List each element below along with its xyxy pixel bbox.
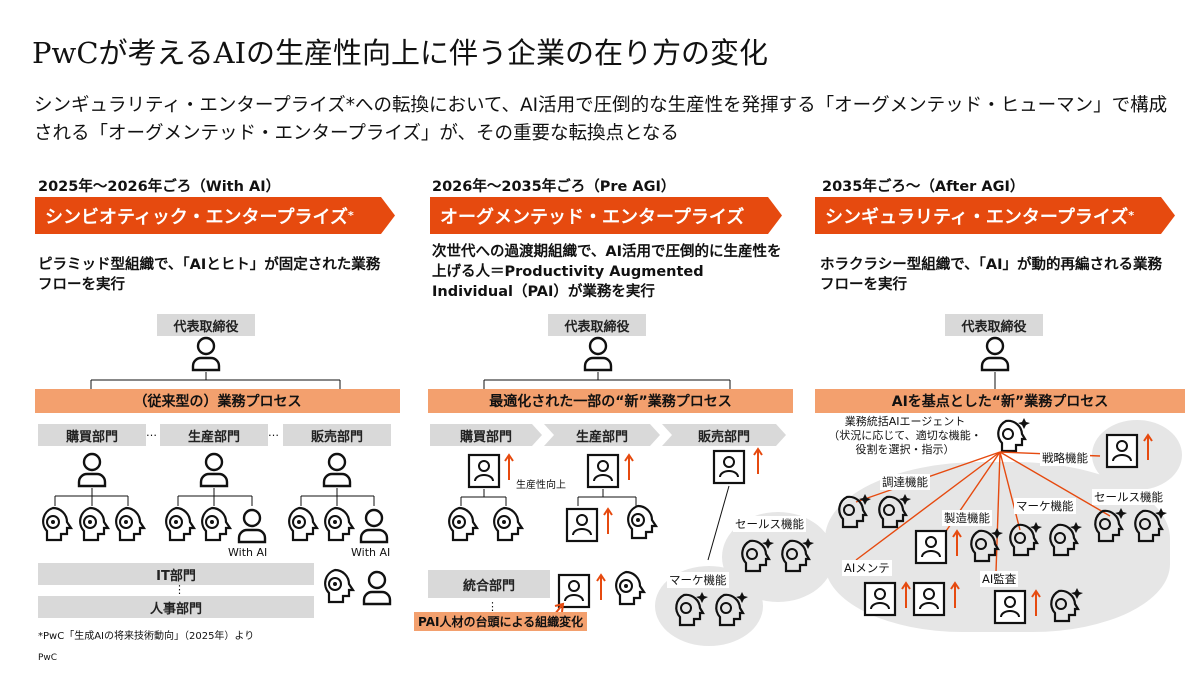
col1-enterprise-label: シンビオティック・エンタープライズ: [45, 206, 348, 228]
col3-manufacturing-label: 製造機能: [942, 510, 992, 526]
col2-productivity-label: 生産性向上: [516, 480, 566, 491]
col2-era: 2026年～2035年ごろ（Pre AGI）: [432, 179, 676, 195]
col1-it-dept: IT部門: [38, 563, 314, 585]
col1-process-bar: （従来型の）業務プロセス: [35, 389, 400, 413]
col1-ceo-box: 代表取締役: [157, 314, 255, 336]
col3-ceo-box: 代表取締役: [945, 314, 1043, 336]
col2-marketing-func-label: マーケ機能: [667, 572, 729, 588]
col1-hr-dept: 人事部門: [38, 596, 314, 618]
col1-dept-sales: 販売部門: [283, 424, 391, 446]
col3-enterprise-banner: シンギュラリティ・エンタープライズ*: [815, 197, 1175, 234]
page-subtitle: シンギュラリティ・エンタープライズ*への転換において、AI活用で圧倒的な生産性を…: [34, 95, 1168, 144]
col2-integrated-dept: 統合部門: [428, 570, 550, 598]
col3-enterprise-label: シンギュラリティ・エンタープライズ: [825, 206, 1129, 228]
col1-enterprise-banner: シンビオティック・エンタープライズ*: [35, 197, 395, 234]
col2-ceo-box: 代表取締役: [548, 314, 646, 336]
col2-enterprise-banner: オーグメンテッド・エンタープライズ: [430, 197, 782, 234]
col2-sales-func-label: セールス機能: [733, 516, 806, 532]
col3-description: ホラクラシー型組織で、「AI」が動的再編される業務フローを実行: [820, 257, 1162, 293]
col3-process-bar: AIを基点とした“新”業務プロセス: [815, 389, 1185, 413]
col2-description: 次世代への過渡期組織で、AI活用で圧倒的に生産性を上げる人＝Productivi…: [432, 244, 782, 300]
col3-agent-label: 業務統括AIエージェント （状況に応じて、適切な機能・ 役割を選択・指示）: [828, 415, 982, 456]
col2-dept-production: 生産部門: [544, 424, 660, 446]
col1-ellipsis-1: …: [146, 426, 157, 439]
col3-procurement-label: 調達機能: [880, 474, 930, 490]
col2-dept-sales: 販売部門: [662, 424, 786, 446]
col3-strategy-label: 戦略機能: [1040, 450, 1090, 466]
col3-sales-label: セールス機能: [1092, 489, 1165, 505]
col1-ellipsis-2: …: [268, 426, 279, 439]
col2-process-bar: 最適化された一部の“新”業務プロセス: [428, 389, 793, 413]
col3-era: 2035年ごろ～（After AGI）: [822, 179, 1025, 195]
col2-pai-rise-label: PAI人材の台頭による組織変化: [414, 612, 588, 631]
col2-vdots: ⋮: [487, 600, 498, 613]
col3-ai-maintenance-label: AIメンテ: [842, 560, 892, 576]
col1-dept-production: 生産部門: [160, 424, 268, 446]
col3-marketing-label: マーケ機能: [1014, 498, 1076, 514]
col1-with-ai-label-1: With AI: [228, 546, 268, 559]
pwc-brand: PwC: [38, 653, 58, 663]
col1-dept-purchasing: 購買部門: [38, 424, 146, 446]
col1-era: 2025年～2026年ごろ（With AI）: [38, 179, 281, 195]
footnote: *PwC「生成AIの将来技術動向」（2025年）より: [38, 631, 255, 642]
col3-star: *: [1128, 209, 1135, 222]
col1-vdots: ⋮: [174, 583, 185, 596]
col2-dept-purchasing: 購買部門: [430, 424, 542, 446]
col3-ai-audit-label: AI監査: [980, 571, 1019, 587]
col2-enterprise-label: オーグメンテッド・エンタープライズ: [440, 206, 745, 228]
col1-description: ピラミッド型組織で、「AIとヒト」が固定された業務フローを実行: [38, 257, 381, 293]
page-title: PwCが考えるAIの生産性向上に伴う企業の在り方の変化: [32, 36, 769, 70]
col1-star: *: [347, 209, 354, 222]
col1-with-ai-label-2: With AI: [351, 546, 391, 559]
